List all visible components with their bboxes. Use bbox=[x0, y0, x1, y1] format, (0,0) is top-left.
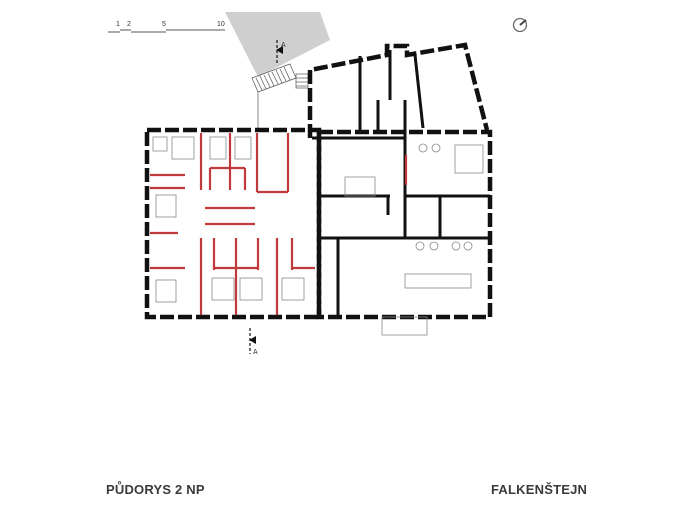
scale-tick-1: 1 bbox=[116, 21, 120, 28]
section-label-bottom: A bbox=[253, 349, 258, 356]
drawing-title: PŮDORYS 2 NP bbox=[106, 482, 205, 497]
project-name: FALKENŠTEJN bbox=[491, 482, 588, 497]
section-label-top: A bbox=[281, 42, 286, 49]
outdoor-stair bbox=[251, 63, 309, 129]
terrain-area bbox=[225, 12, 330, 77]
new-partitions bbox=[150, 133, 408, 315]
compass-icon bbox=[512, 17, 528, 33]
furniture bbox=[152, 136, 484, 336]
section-mark-bottom bbox=[249, 328, 256, 354]
scale-bar bbox=[108, 29, 225, 33]
interior-walls bbox=[312, 50, 490, 317]
scale-tick-5: 5 bbox=[162, 21, 166, 28]
scale-tick-2: 2 bbox=[127, 21, 131, 28]
scale-tick-10: 10 bbox=[217, 21, 225, 28]
section-mark-top bbox=[276, 40, 283, 64]
